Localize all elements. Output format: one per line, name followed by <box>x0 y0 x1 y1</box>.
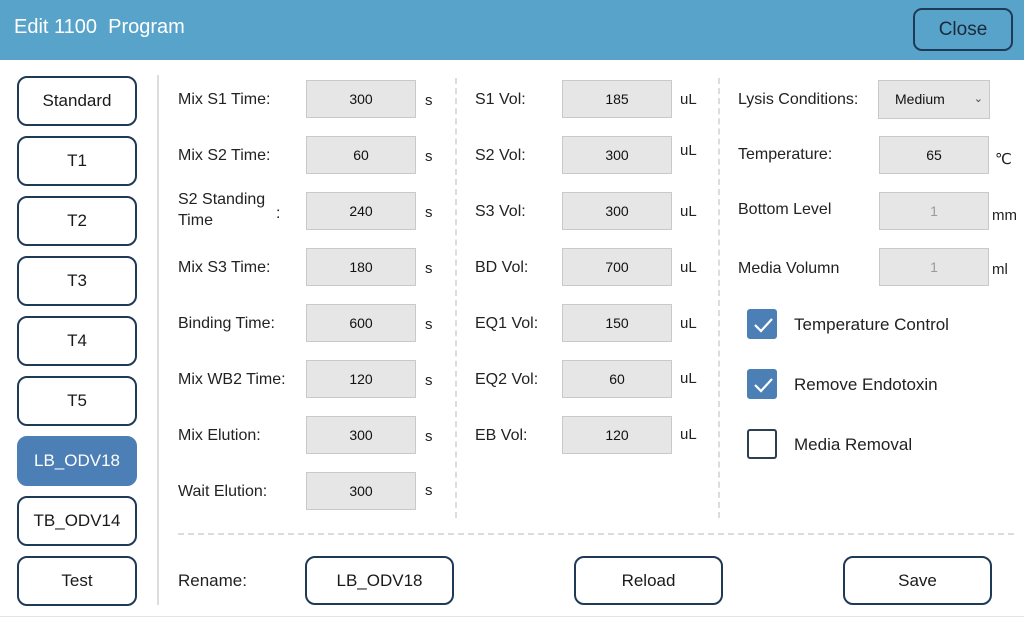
temperature-control-checkbox[interactable] <box>747 309 777 339</box>
window-title: Edit 1100 Program <box>14 16 185 38</box>
rename-label: Rename: <box>178 571 247 590</box>
s3-vol-unit: uL <box>680 203 697 220</box>
s2-standing-time-label-line1: S2 Standing <box>178 191 266 208</box>
mix-s3-time-unit: s <box>425 260 433 277</box>
wait-elution-label: Wait Elution: <box>178 483 268 500</box>
close-button[interactable]: Close <box>913 8 1013 51</box>
s2-vol-label: S2 Vol: <box>475 147 526 164</box>
mix-wb2-time-input[interactable]: 120 <box>306 360 416 398</box>
mix-elution-input[interactable]: 300 <box>306 416 416 454</box>
media-removal-checkbox[interactable] <box>747 429 777 459</box>
s1-vol-label: S1 Vol: <box>475 91 526 108</box>
mix-s2-time-input[interactable]: 60 <box>306 136 416 174</box>
media-removal-label: Media Removal <box>794 435 913 454</box>
temperature-label: Temperature: <box>738 146 833 163</box>
eq1-vol-unit: uL <box>680 315 697 332</box>
title-bar: Edit 1100 Program Close <box>0 0 1024 60</box>
s1-vol-input[interactable]: 185 <box>562 80 672 118</box>
lysis-conditions-label: Lysis Conditions: <box>738 91 859 108</box>
mix-s3-time-label: Mix S3 Time: <box>178 259 271 276</box>
eq2-vol-input[interactable]: 60 <box>562 360 672 398</box>
s1-vol-unit: uL <box>680 91 697 108</box>
sidebar-item-t5[interactable]: T5 <box>17 376 137 426</box>
mix-s1-time-input[interactable]: 300 <box>306 80 416 118</box>
s2-standing-time-unit: s <box>425 204 433 221</box>
binding-time-label: Binding Time: <box>178 315 275 332</box>
mix-s1-time-label: Mix S1 Time: <box>178 91 271 108</box>
s2-standing-time-input[interactable]: 240 <box>306 192 416 230</box>
s2-standing-time-label-line2: Time <box>178 212 213 229</box>
s2-standing-time-colon: : <box>276 205 281 222</box>
mix-s2-time-label: Mix S2 Time: <box>178 147 271 164</box>
eq1-vol-label: EQ1 Vol: <box>475 315 539 332</box>
temperature-unit: ℃ <box>995 151 1012 168</box>
s2-vol-unit: uL <box>680 142 697 159</box>
sidebar-item-test[interactable]: Test <box>17 556 137 606</box>
wait-elution-unit: s <box>425 482 433 499</box>
rename-button[interactable]: LB_ODV18 <box>305 556 454 605</box>
media-volumn-input[interactable]: 1 <box>879 248 989 286</box>
column-divider-2 <box>718 78 720 518</box>
media-volumn-unit: ml <box>992 261 1008 278</box>
checkmark-icon <box>754 318 773 333</box>
binding-time-input[interactable]: 600 <box>306 304 416 342</box>
sidebar-item-t2[interactable]: T2 <box>17 196 137 246</box>
save-button[interactable]: Save <box>843 556 992 605</box>
wait-elution-input[interactable]: 300 <box>306 472 416 510</box>
sidebar-item-t1[interactable]: T1 <box>17 136 137 186</box>
bd-vol-unit: uL <box>680 259 697 276</box>
bottom-level-label: Bottom Level <box>738 201 832 218</box>
sidebar-item-standard[interactable]: Standard <box>17 76 137 126</box>
mix-s3-time-input[interactable]: 180 <box>306 248 416 286</box>
reload-button[interactable]: Reload <box>574 556 723 605</box>
chevron-down-icon: ⌄ <box>973 93 983 105</box>
mix-wb2-time-unit: s <box>425 372 433 389</box>
program-sidebar: Standard T1 T2 T3 T4 T5 LB_ODV18 TB_ODV1… <box>0 60 158 606</box>
mix-s2-time-unit: s <box>425 148 433 165</box>
eb-vol-input[interactable]: 120 <box>562 416 672 454</box>
eq2-vol-label: EQ2 Vol: <box>475 371 539 388</box>
eq2-vol-unit: uL <box>680 370 697 387</box>
mix-elution-label: Mix Elution: <box>178 427 261 444</box>
remove-endotoxin-checkbox[interactable] <box>747 369 777 399</box>
bottom-edge <box>0 616 1024 617</box>
bottom-level-unit: mm <box>992 207 1017 224</box>
mix-wb2-time-label: Mix WB2 Time: <box>178 371 286 388</box>
binding-time-unit: s <box>425 316 433 333</box>
bottom-level-input[interactable]: 1 <box>879 192 989 230</box>
bd-vol-input[interactable]: 700 <box>562 248 672 286</box>
sidebar-divider <box>157 75 159 605</box>
media-volumn-label: Media Volumn <box>738 260 840 277</box>
sidebar-item-lb-odv18[interactable]: LB_ODV18 <box>17 436 137 486</box>
lysis-conditions-select[interactable]: Medium ⌄ <box>878 80 990 119</box>
lysis-conditions-value: Medium <box>895 91 945 107</box>
s3-vol-input[interactable]: 300 <box>562 192 672 230</box>
mix-s1-time-unit: s <box>425 92 433 109</box>
temperature-control-label: Temperature Control <box>794 315 949 334</box>
bd-vol-label: BD Vol: <box>475 259 529 276</box>
remove-endotoxin-label: Remove Endotoxin <box>794 375 938 394</box>
eq1-vol-input[interactable]: 150 <box>562 304 672 342</box>
column-divider-1 <box>455 78 457 518</box>
s3-vol-label: S3 Vol: <box>475 203 526 220</box>
sidebar-item-tb-odv14[interactable]: TB_ODV14 <box>17 496 137 546</box>
checkmark-icon <box>754 378 773 393</box>
s2-vol-input[interactable]: 300 <box>562 136 672 174</box>
sidebar-item-t4[interactable]: T4 <box>17 316 137 366</box>
mix-elution-unit: s <box>425 428 433 445</box>
eb-vol-unit: uL <box>680 426 697 443</box>
footer-divider <box>178 533 1014 535</box>
temperature-input[interactable]: 65 <box>879 136 989 174</box>
eb-vol-label: EB Vol: <box>475 427 528 444</box>
sidebar-item-t3[interactable]: T3 <box>17 256 137 306</box>
